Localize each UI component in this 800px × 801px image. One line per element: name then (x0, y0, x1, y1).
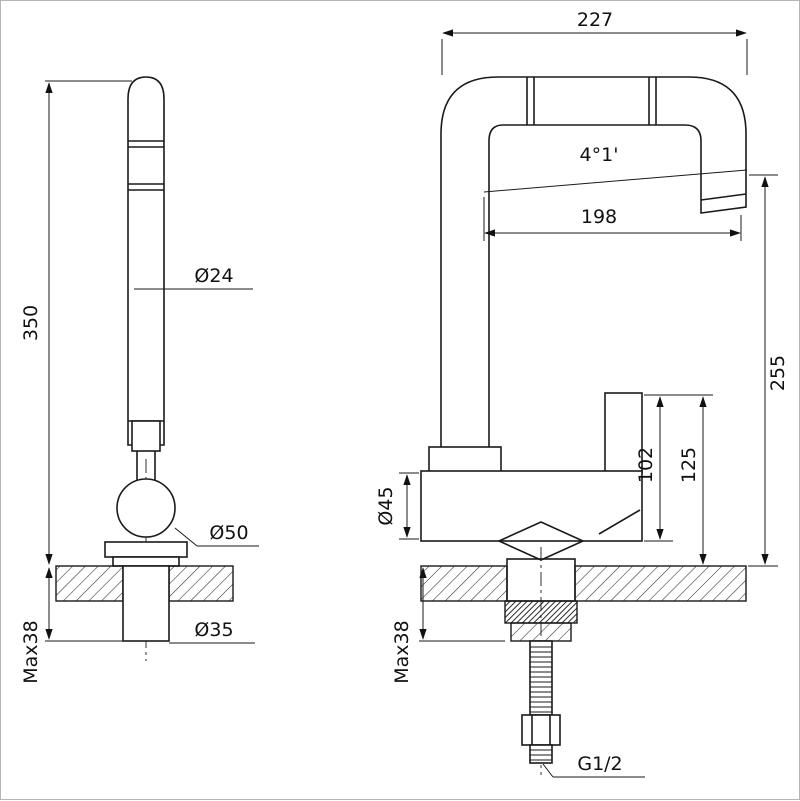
lever-side (131, 420, 161, 452)
base-upper (104, 541, 188, 558)
dim-d45-label: Ø45 (375, 486, 397, 525)
thread-lines (530, 749, 552, 761)
dim-255-label: 255 (767, 355, 789, 391)
mounting-shank (122, 565, 170, 642)
aerator-band (700, 193, 747, 201)
dim-angle-label: 4°1' (580, 144, 619, 166)
washer-nut (510, 622, 572, 642)
coupler-body (521, 714, 561, 746)
countertop-front-left (420, 565, 508, 602)
right-view (420, 76, 747, 775)
thread-lines (530, 646, 552, 713)
dim-max38-left-label: Max38 (20, 620, 42, 683)
spout-column (127, 76, 165, 446)
mixer-body (420, 470, 643, 542)
dim-102-label: 102 (635, 447, 657, 483)
angle-line (483, 169, 748, 193)
ball-joint (116, 478, 176, 538)
leader-line-d50 (174, 527, 198, 547)
left-view (55, 76, 234, 661)
dim-d24-label: Ø24 (194, 265, 233, 287)
hex-coupler (521, 714, 561, 746)
left-view-dimensions: 350 Ø24 Ø50 Max38 Ø35 (20, 80, 259, 684)
lever-joint-line (598, 509, 641, 535)
threaded-stud (529, 640, 553, 716)
spout-tube (440, 76, 747, 474)
countertop-right-section (168, 565, 234, 602)
valve-funnel (497, 521, 585, 561)
base-flange (112, 556, 180, 567)
dim-125-label: 125 (678, 447, 700, 483)
right-view-dimensions: 227 4°1' 198 255 102 125 Ø45 Max38 (375, 9, 789, 778)
dim-d50-label: Ø50 (209, 522, 248, 544)
dim-227-label: 227 (577, 9, 613, 31)
countertop-front-right (574, 565, 747, 602)
locknut (504, 600, 578, 624)
dim-g12-label: G1/2 (577, 753, 622, 775)
leader-line-g12 (542, 763, 554, 778)
dim-max38-right-label: Max38 (391, 620, 413, 683)
dim-198-label: 198 (581, 206, 617, 228)
dim-d35-label: Ø35 (194, 619, 233, 641)
riser-collar (428, 446, 502, 474)
countertop-left-section (55, 565, 124, 602)
dim-350-label: 350 (20, 305, 42, 341)
stud-end (529, 744, 553, 764)
